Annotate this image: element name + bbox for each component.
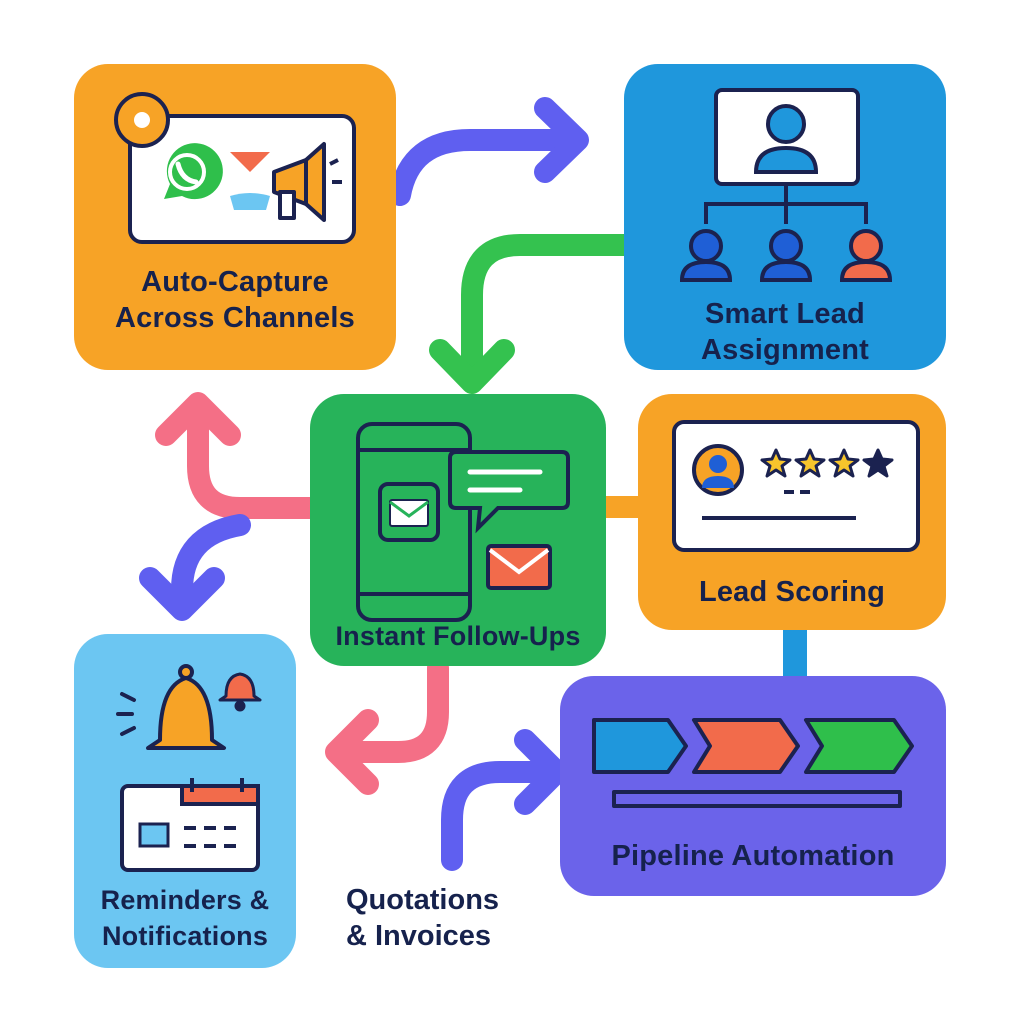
quotations-subtitle: & Invoices [346,920,492,952]
smart-lead-title: Smart Lead [705,298,865,330]
star-rating-icon [760,448,894,478]
smartphone-icon [356,422,472,622]
pipeline-illustration [592,718,914,808]
instant-followups-illustration [356,422,570,622]
chat-bubble-icon [448,450,570,534]
reminders-illustration [116,664,262,872]
arrow-to-reminders [139,514,251,621]
smart-lead-subtitle: Assignment [701,334,869,366]
arrow-assignment-to-followups [429,234,636,394]
node-auto-capture-label: Auto-Capture Across Channels [74,264,396,336]
arrow-followups-to-capture [155,392,323,519]
profile-card-icon [672,420,920,552]
bell-icon [116,664,226,750]
node-lead-scoring-label: Lead Scoring [638,574,946,610]
node-lead-scoring: Lead Scoring [638,394,946,630]
node-instant-followups: Instant Follow-Ups [310,394,606,666]
node-smart-lead-assignment: Smart Lead Assignment [624,64,946,370]
node-smart-lead-label: Smart Lead Assignment [624,296,946,368]
reminders-subtitle: Notifications [101,921,269,951]
calendar-icon [120,778,260,872]
lead-scoring-illustration [672,420,920,552]
node-pipeline-automation: Pipeline Automation [560,676,946,896]
connector-followups-scoring [600,496,642,518]
notification-dot-icon [114,92,170,148]
email-chevron-icon [230,152,270,210]
small-bell-icon [218,672,262,712]
node-instant-followups-label: Instant Follow-Ups [310,618,606,654]
arrow-followups-to-reminders [325,657,449,795]
auto-capture-illustration [114,92,356,244]
monitor-user-icon [714,88,860,186]
connector-scoring-pipeline [783,628,807,680]
auto-capture-subtitle: Across Channels [115,302,355,334]
node-pipeline-label: Pipeline Automation [560,838,946,874]
auto-capture-title: Auto-Capture [141,266,329,298]
pipeline-title: Pipeline Automation [611,840,895,872]
node-reminders-label: Reminders & Notifications [74,882,296,954]
arrow-quotations-to-pipeline [441,729,568,871]
arrow-capture-to-assignment [389,97,589,206]
node-reminders-notifications: Reminders & Notifications [74,634,296,968]
megaphone-icon [272,142,342,222]
smart-lead-illustration [679,88,893,282]
reminders-title: Reminders & [100,885,270,915]
whatsapp-icon [164,143,223,200]
lead-scoring-title: Lead Scoring [698,576,886,608]
team-hierarchy-icon [679,184,893,282]
node-quotations-invoices: Quotations & Invoices [346,882,499,954]
instant-followups-title: Instant Follow-Ups [335,621,581,651]
quotations-title: Quotations [346,884,500,916]
node-auto-capture: Auto-Capture Across Channels [74,64,396,370]
pipeline-stages-icon [592,718,914,808]
envelope-icon [486,544,552,590]
